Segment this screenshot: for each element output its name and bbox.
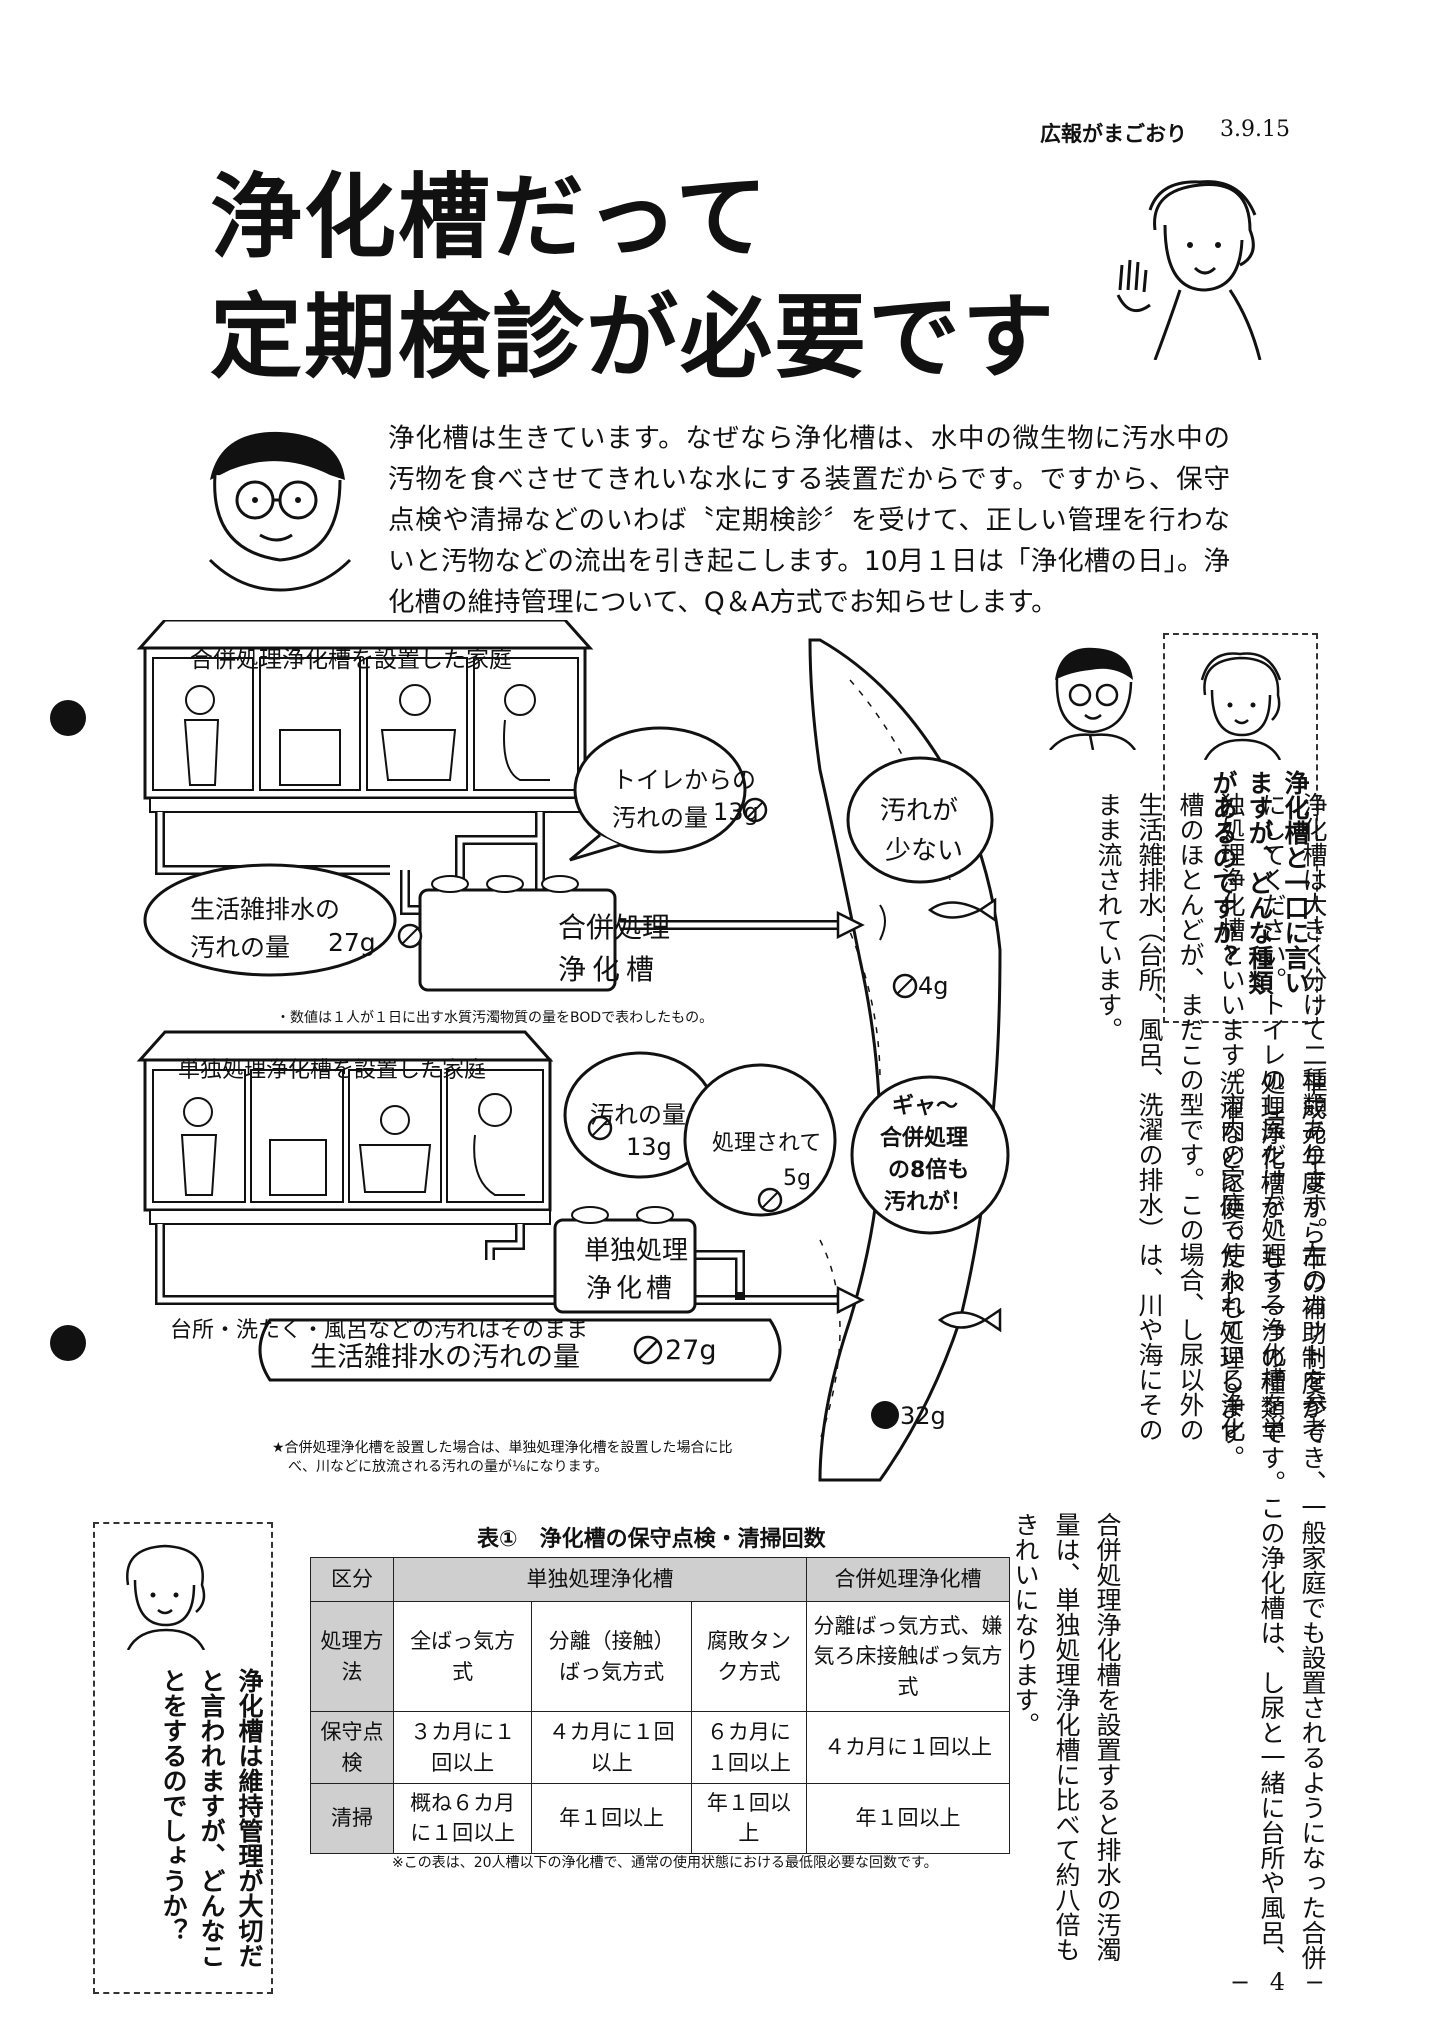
house2-roof-label: 単独処理浄化槽を設置した家庭 <box>178 1058 487 1083</box>
kitchen-line-label: 台所・洗たく・風呂などの汚れはそのまま <box>170 1318 589 1343</box>
table-header-gappei: 合併処理浄化槽 <box>806 1557 1010 1602</box>
title-line-2: 定期検診が必要です <box>210 284 1057 391</box>
table-cell-inspection-2: ４カ月に１回以上 <box>531 1711 692 1784</box>
binder-hole-bottom <box>50 1325 86 1361</box>
table-header-kubun: 区分 <box>310 1557 394 1602</box>
treated-bubble-line1: 処理されて <box>712 1131 822 1156</box>
intro-paragraph: 浄化槽は生きています。なぜなら浄化槽は、水中の微生物に汚水中の汚物を食べさせてき… <box>388 423 1230 618</box>
river-bubble2-line2: 合併処理 <box>880 1126 969 1151</box>
table-cell-cleaning-1: 概ね６カ月に１回以上 <box>392 1783 533 1854</box>
river-amount1: 4g <box>918 972 949 1000</box>
river-bubble2-line3: の8倍も <box>888 1158 970 1183</box>
page-number: − 4 − <box>1230 1968 1331 1996</box>
answer-paragraph-3: 合併処理浄化槽を設置すると排水の汚濁量は、単独処理浄化槽に比べて約八倍もきれいに… <box>1011 1512 1122 1962</box>
toilet-bubble-line2: 汚れの量 <box>612 804 708 832</box>
septic-tank-comparison-illustration <box>136 620 1010 1482</box>
toilet-bubble-amount: 13g <box>713 798 759 826</box>
publication-date: 3.9.15 <box>1220 117 1290 142</box>
woman-small-illustration-q1 <box>1200 652 1282 760</box>
tank2-line2: 浄化槽 <box>586 1274 677 1304</box>
table-footnote: ※この表は、20人槽以下の浄化槽で、通常の使用状態における最低限必要な回数です。 <box>392 1855 938 1871</box>
answer-paragraph-2: 平成元年度から市の補助制度ができ、一般家庭でも設置されるようになった合併処理浄化… <box>1216 1070 1327 1970</box>
table-label-method: 処理方法 <box>310 1601 394 1712</box>
river-bubble1-line2: 少ない <box>885 836 964 866</box>
table-cell-method-3: 腐敗タンク方式 <box>690 1601 808 1712</box>
question1-box <box>1163 633 1318 1023</box>
table-cell-cleaning-2: 年１回以上 <box>531 1783 692 1854</box>
question2-box <box>93 1522 273 1994</box>
house1-roof-label: 合併処理浄化槽を設置した家庭 <box>190 647 512 673</box>
woman-waving-illustration <box>1116 180 1262 360</box>
gray-bubble-line1: 生活雑排水の <box>190 895 341 924</box>
gray-bar-label: 生活雑排水の汚れの量 <box>310 1342 580 1373</box>
tank2-line1: 単独処理 <box>584 1236 689 1266</box>
binder-hole-top <box>50 700 86 736</box>
table-cell-inspection-3: ６カ月に１回以上 <box>690 1711 808 1784</box>
table-cell-inspection-4: ４カ月に１回以上 <box>806 1711 1010 1784</box>
illustration-note2-line2: べ、川などに放流される汚れの量が⅛になります。 <box>288 1459 609 1475</box>
toilet-bubble-line1: トイレからの <box>612 766 756 794</box>
table-cell-method-4: 分離ばっ気方式、嫌気ろ床接触ばっ気方式 <box>806 1601 1010 1712</box>
table-cell-cleaning-3: 年１回以上 <box>690 1783 808 1854</box>
gray-bubble-line2: 汚れの量 <box>190 933 291 962</box>
river-bubble2-line4: 汚れが！ <box>884 1190 973 1215</box>
tank1-line2: 浄化槽 <box>558 953 661 986</box>
table-cell-cleaning-4: 年１回以上 <box>806 1783 1010 1854</box>
table-header-tandoku: 単独処理浄化槽 <box>393 1557 807 1602</box>
illustration-note1: ・数値は１人が１日に出す水質汚濁物質の量をBODで表わしたもの。 <box>276 1010 714 1026</box>
river-bubble1-line1: 汚れが <box>880 796 959 826</box>
title-line-1: 浄化槽だって <box>210 164 770 271</box>
question1-text: 浄化槽と一口に言いますが、どんな種類があるのですか？ <box>1209 770 1310 995</box>
man-with-glasses-illustration <box>208 431 352 592</box>
publication-name: 広報がまごおり <box>1040 122 1187 146</box>
maintenance-table: 区分 単独処理浄化槽 合併処理浄化槽 処理方法 全ばっ気方式 分離（接触）ばっ気… <box>310 1557 1010 1854</box>
river-amount2: 32g <box>900 1402 946 1430</box>
table-label-cleaning: 清掃 <box>310 1783 394 1854</box>
table-cell-method-1: 全ばっ気方式 <box>392 1601 533 1712</box>
table-caption: 表① 浄化槽の保守点検・清掃回数 <box>477 1527 826 1552</box>
gray-bubble-amount: 27g <box>328 928 376 957</box>
man-small-illustration <box>1049 647 1137 750</box>
table-cell-inspection-1: ３カ月に１回以上 <box>392 1711 533 1784</box>
gray-bar-amount: 27g <box>665 1335 717 1366</box>
river-bubble2-line1: ギャ〜 <box>892 1094 959 1119</box>
table-cell-method-2: 分離（接触）ばっ気方式 <box>531 1601 692 1712</box>
answer-paragraph-1: 浄化槽は大きく分けて二種類あります。左のカットを参考にしてください。トイレのし尿… <box>1094 792 1328 1442</box>
woman-small-illustration-q2 <box>126 1544 206 1650</box>
treated-bubble-amount: 5g <box>783 1166 811 1191</box>
dirt-bubble-line1: 汚れの量 <box>590 1101 686 1129</box>
illustration-note2-line1: ★合併処理浄化槽を設置した場合は、単独処理浄化槽を設置した場合に比 <box>272 1440 733 1456</box>
dirt-bubble-amount: 13g <box>626 1133 672 1161</box>
tank1-line1: 合併処理 <box>558 911 671 944</box>
question2-text: 浄化槽は維持管理が大切だと言われますが、どんなことをするのでしょうか？ <box>159 1668 264 1968</box>
table-label-inspection: 保守点検 <box>310 1711 394 1784</box>
